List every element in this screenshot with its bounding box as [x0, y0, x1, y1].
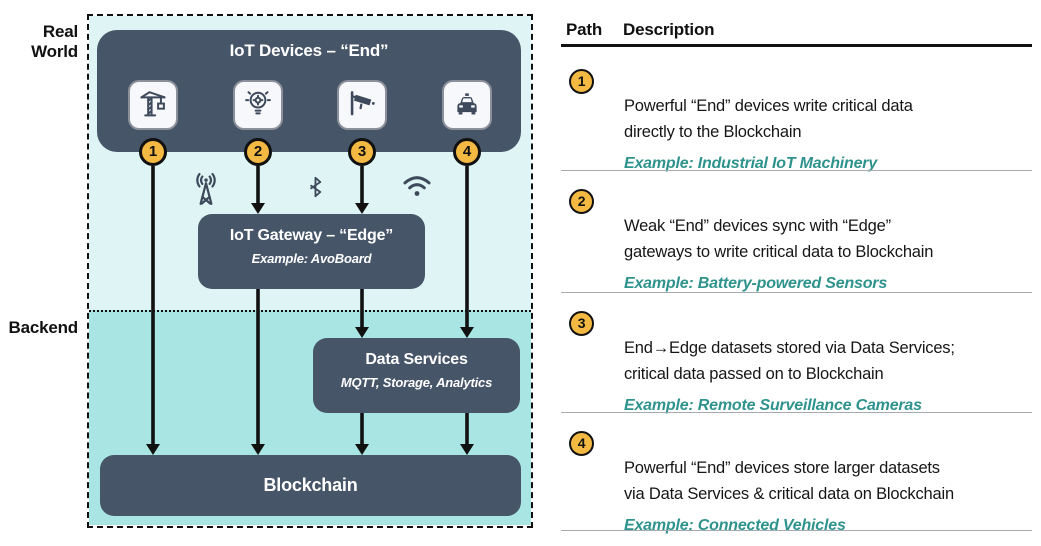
row-divider [561, 530, 1032, 531]
table-row-4-example: Example: Connected Vehicles [624, 516, 846, 534]
wifi-icon [400, 170, 434, 200]
table-row-2: Weak “End” devices sync with “Edge” gate… [624, 186, 1032, 324]
row-divider [561, 292, 1032, 293]
data-services-title: Data Services [365, 351, 468, 368]
table-row-1-badge: 1 [569, 69, 594, 94]
path-badge-3: 3 [348, 138, 376, 166]
table-row-3-description: End→Edge datasets stored via Data Servic… [624, 338, 955, 384]
data-services-box: Data Services MQTT, Storage, Analytics [313, 338, 520, 413]
blockchain-title: Blockchain [263, 475, 358, 495]
bluetooth-icon [303, 166, 329, 208]
device-tile-crane [128, 80, 178, 130]
table-row-3-badge: 3 [569, 311, 594, 336]
path-badge-4: 4 [453, 138, 481, 166]
table-row-4-badge: 4 [569, 431, 594, 456]
iot-gateway-title: IoT Gateway – “Edge” [229, 227, 394, 244]
iot-devices-title: IoT Devices – “End” [229, 41, 389, 60]
table-row-2-description: Weak “End” devices sync with “Edge” gate… [624, 216, 934, 262]
data-services-subtitle: MQTT, Storage, Analytics [340, 375, 493, 390]
blockchain-box: Blockchain [100, 455, 521, 516]
path-badge-1: 1 [139, 138, 167, 166]
table-row-3: End→Edge datasets stored via Data Servic… [624, 308, 1032, 446]
car-icon [450, 86, 484, 125]
path-badge-2: 2 [244, 138, 272, 166]
crane-icon [136, 86, 170, 125]
table-row-2-example: Example: Battery-powered Sensors [624, 274, 888, 292]
table-row-1-example: Example: Industrial IoT Machinery [624, 154, 878, 172]
device-tile-cctv [337, 80, 387, 130]
zone-label-backend: Backend [8, 318, 79, 337]
table-row-1-description: Powerful “End” devices write critical da… [624, 96, 913, 142]
iot-gateway-subtitle: Example: AvoBoard [251, 251, 372, 266]
table-row-4: Powerful “End” devices store larger data… [624, 428, 1032, 546]
table-row-4-description: Powerful “End” devices store larger data… [624, 458, 954, 504]
iot-gateway-box: IoT Gateway – “Edge” Example: AvoBoard [198, 214, 425, 289]
table-header-description: Description [623, 20, 715, 39]
smart-bulb-icon [241, 86, 275, 125]
table-row-1: Powerful “End” devices write critical da… [624, 66, 1032, 204]
cell-tower-icon [187, 166, 225, 210]
table-row-2-badge: 2 [569, 189, 594, 214]
table-row-3-example: Example: Remote Surveillance Cameras [624, 396, 922, 414]
device-tile-car [442, 80, 492, 130]
zone-label-real-world: Real World [31, 22, 78, 61]
row-divider [561, 412, 1032, 413]
cctv-camera-icon [345, 86, 379, 125]
table-header-rule [561, 44, 1032, 47]
device-tile-smart-bulb [233, 80, 283, 130]
row-divider [561, 170, 1032, 171]
table-header-path: Path [566, 20, 603, 39]
